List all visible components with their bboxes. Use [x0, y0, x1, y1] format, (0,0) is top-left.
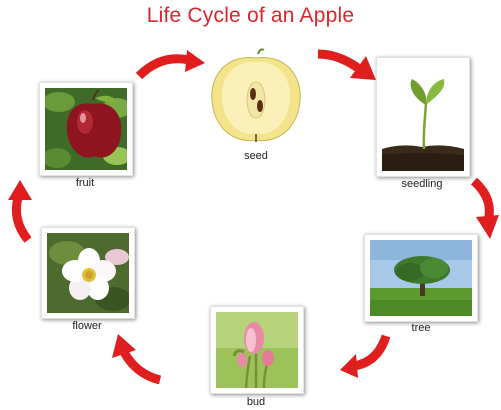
bud-card: [210, 306, 304, 394]
apple-seed-image: [211, 48, 301, 142]
stage-label-bud: bud: [246, 396, 266, 408]
page-title: Life Cycle of an Apple: [146, 4, 355, 27]
fruit-card: [39, 82, 133, 176]
stage-label-fruit: fruit: [75, 177, 95, 189]
flower-card: [41, 227, 135, 319]
tree-card: [364, 234, 478, 322]
tree-image: [370, 240, 472, 316]
arrow-tree-to-bud-icon: [340, 334, 391, 378]
arrow-fruit-to-seed-icon: [135, 50, 205, 80]
arrow-flower-to-fruit-icon: [8, 180, 32, 243]
seedling-image: [382, 63, 464, 171]
seedling-card: [376, 57, 470, 177]
stage-label-flower: flower: [72, 320, 102, 332]
stage-label-seed: seed: [244, 150, 268, 162]
bud-image: [216, 312, 298, 388]
arrow-bud-to-flower-icon: [112, 334, 162, 384]
arrow-seed-to-seedling-icon: [317, 49, 376, 80]
fruit-image: [45, 88, 127, 170]
arrow-seedling-to-tree-icon: [470, 177, 499, 239]
stage-label-seedling: seedling: [401, 178, 443, 190]
flower-image: [47, 233, 129, 313]
stage-label-tree: tree: [411, 322, 431, 334]
